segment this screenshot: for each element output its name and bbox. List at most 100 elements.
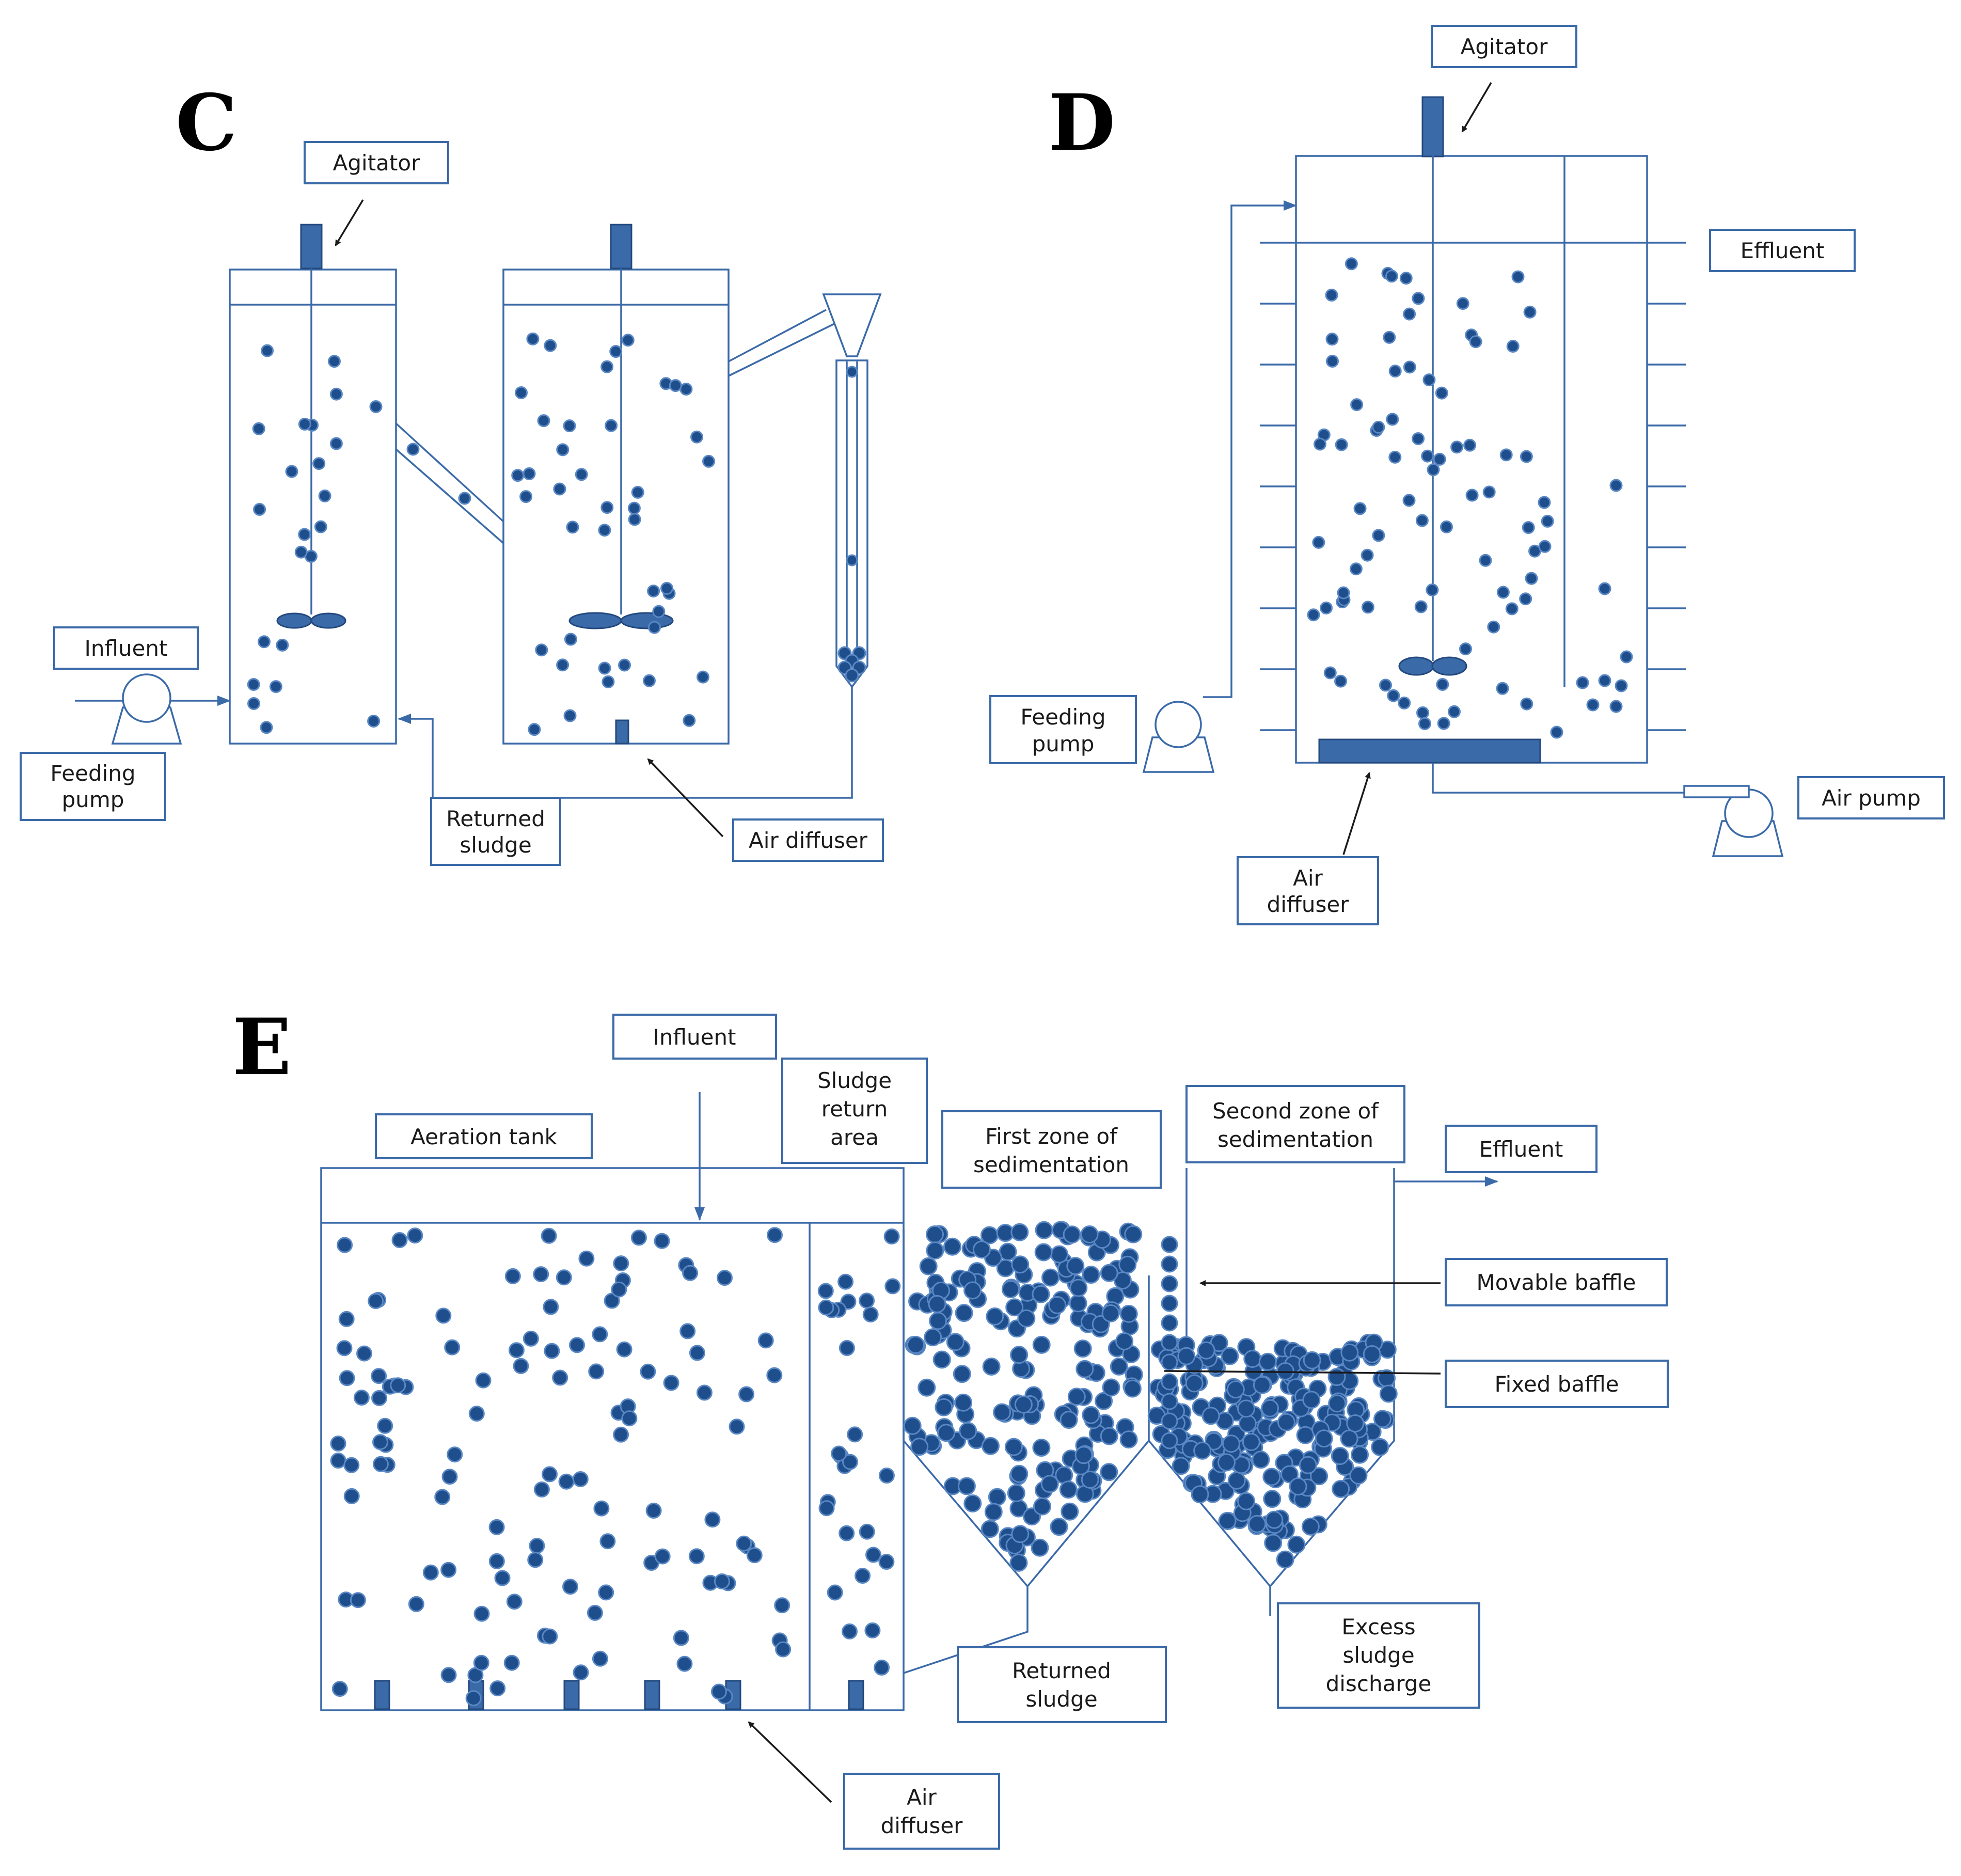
granule xyxy=(247,697,260,710)
granule xyxy=(441,1469,458,1485)
granule xyxy=(993,1403,1011,1422)
c-overflow-lower xyxy=(728,322,837,377)
granule xyxy=(1620,650,1633,664)
air-diffuser-stone xyxy=(848,1680,864,1710)
d-agitator-arrow xyxy=(1461,82,1492,133)
granule xyxy=(1326,355,1339,368)
granule xyxy=(1082,1266,1100,1284)
granule xyxy=(926,1225,944,1243)
granule xyxy=(440,1667,457,1683)
d-tank xyxy=(1295,155,1648,764)
granule xyxy=(1041,1268,1059,1287)
granule xyxy=(371,1390,387,1406)
e-influent-label: Influent xyxy=(653,1024,736,1050)
granule xyxy=(1412,432,1425,445)
granule xyxy=(247,678,260,691)
granule xyxy=(506,1594,523,1610)
e-returned-sludge-label-1: Returned xyxy=(1012,1658,1111,1683)
granule xyxy=(1361,548,1374,562)
d-feeding-pump-label-1: Feeding xyxy=(1020,704,1105,730)
granule xyxy=(587,1604,603,1621)
d-impeller-b xyxy=(1431,656,1467,676)
granule xyxy=(1252,1451,1270,1469)
granule xyxy=(356,1345,372,1362)
granule xyxy=(1487,620,1500,634)
granule xyxy=(1261,1399,1279,1417)
c-returned-sludge-label-1: Returned xyxy=(446,806,545,831)
air-diffuser-stone xyxy=(374,1680,390,1710)
granule xyxy=(1385,270,1398,283)
granule xyxy=(1074,1446,1093,1464)
granule xyxy=(331,1681,348,1697)
granule xyxy=(329,437,343,450)
granule xyxy=(1402,494,1416,507)
granule xyxy=(982,1437,1000,1455)
granule xyxy=(907,1335,925,1354)
c-settler-funnel xyxy=(822,293,882,357)
granule xyxy=(1320,601,1333,614)
granule xyxy=(980,1520,999,1538)
granule xyxy=(329,387,343,401)
granule xyxy=(1100,1463,1118,1481)
granule xyxy=(652,605,666,618)
granule xyxy=(556,658,570,672)
granule xyxy=(541,1227,557,1244)
c-impeller-2b xyxy=(620,612,674,629)
granule xyxy=(1418,717,1431,730)
granule xyxy=(683,714,696,727)
granule xyxy=(1520,450,1533,463)
granule xyxy=(511,469,525,482)
granule xyxy=(535,643,548,657)
granule xyxy=(884,1278,901,1295)
granule xyxy=(1066,1257,1085,1275)
granule xyxy=(1238,1414,1257,1433)
granule xyxy=(1598,582,1611,595)
d-air-pump-label-box xyxy=(1797,776,1945,819)
granule xyxy=(660,581,673,595)
granule xyxy=(935,1398,953,1416)
granule xyxy=(919,1257,938,1275)
granule xyxy=(598,524,611,537)
granule xyxy=(1161,1236,1178,1253)
c-agitator-motor-1 xyxy=(300,224,323,270)
granule xyxy=(515,386,528,399)
granule xyxy=(1383,330,1396,344)
granule xyxy=(1050,1245,1069,1264)
granule xyxy=(865,1547,881,1563)
granule xyxy=(1440,520,1453,533)
granule xyxy=(1307,608,1320,622)
granule xyxy=(673,1630,689,1646)
granule xyxy=(1363,1345,1381,1363)
c-agitator-label: Agitator xyxy=(333,150,420,176)
d-air-diffuser-label-1: Air xyxy=(1293,865,1323,891)
granule xyxy=(1118,1255,1137,1274)
granule xyxy=(1161,1275,1178,1292)
granule xyxy=(690,430,703,444)
granule xyxy=(544,1343,560,1359)
granule xyxy=(1538,496,1551,509)
granule xyxy=(523,467,536,480)
granule xyxy=(609,345,623,358)
granule xyxy=(318,489,331,502)
granule xyxy=(1237,1492,1256,1510)
e-first-zone-label-2: sedimentation xyxy=(973,1152,1129,1177)
granule xyxy=(628,513,641,526)
granule xyxy=(847,1426,863,1443)
c-impeller-2a xyxy=(568,612,622,629)
granule xyxy=(605,419,618,432)
granule xyxy=(1506,340,1520,353)
c-diffuser-stone xyxy=(615,719,629,745)
granule xyxy=(1296,1426,1315,1444)
panel-c-granules xyxy=(247,332,866,736)
panel-c: C xyxy=(75,77,882,799)
granule xyxy=(523,1330,539,1347)
granule xyxy=(1119,1430,1138,1449)
granule xyxy=(598,1584,614,1601)
granule xyxy=(1050,1518,1068,1536)
granule xyxy=(878,1468,895,1484)
d-air-diffuser-label-box xyxy=(1237,856,1379,925)
granule xyxy=(818,1500,835,1517)
granule xyxy=(1011,1255,1030,1274)
granule xyxy=(1119,1304,1138,1323)
granule xyxy=(406,443,420,456)
